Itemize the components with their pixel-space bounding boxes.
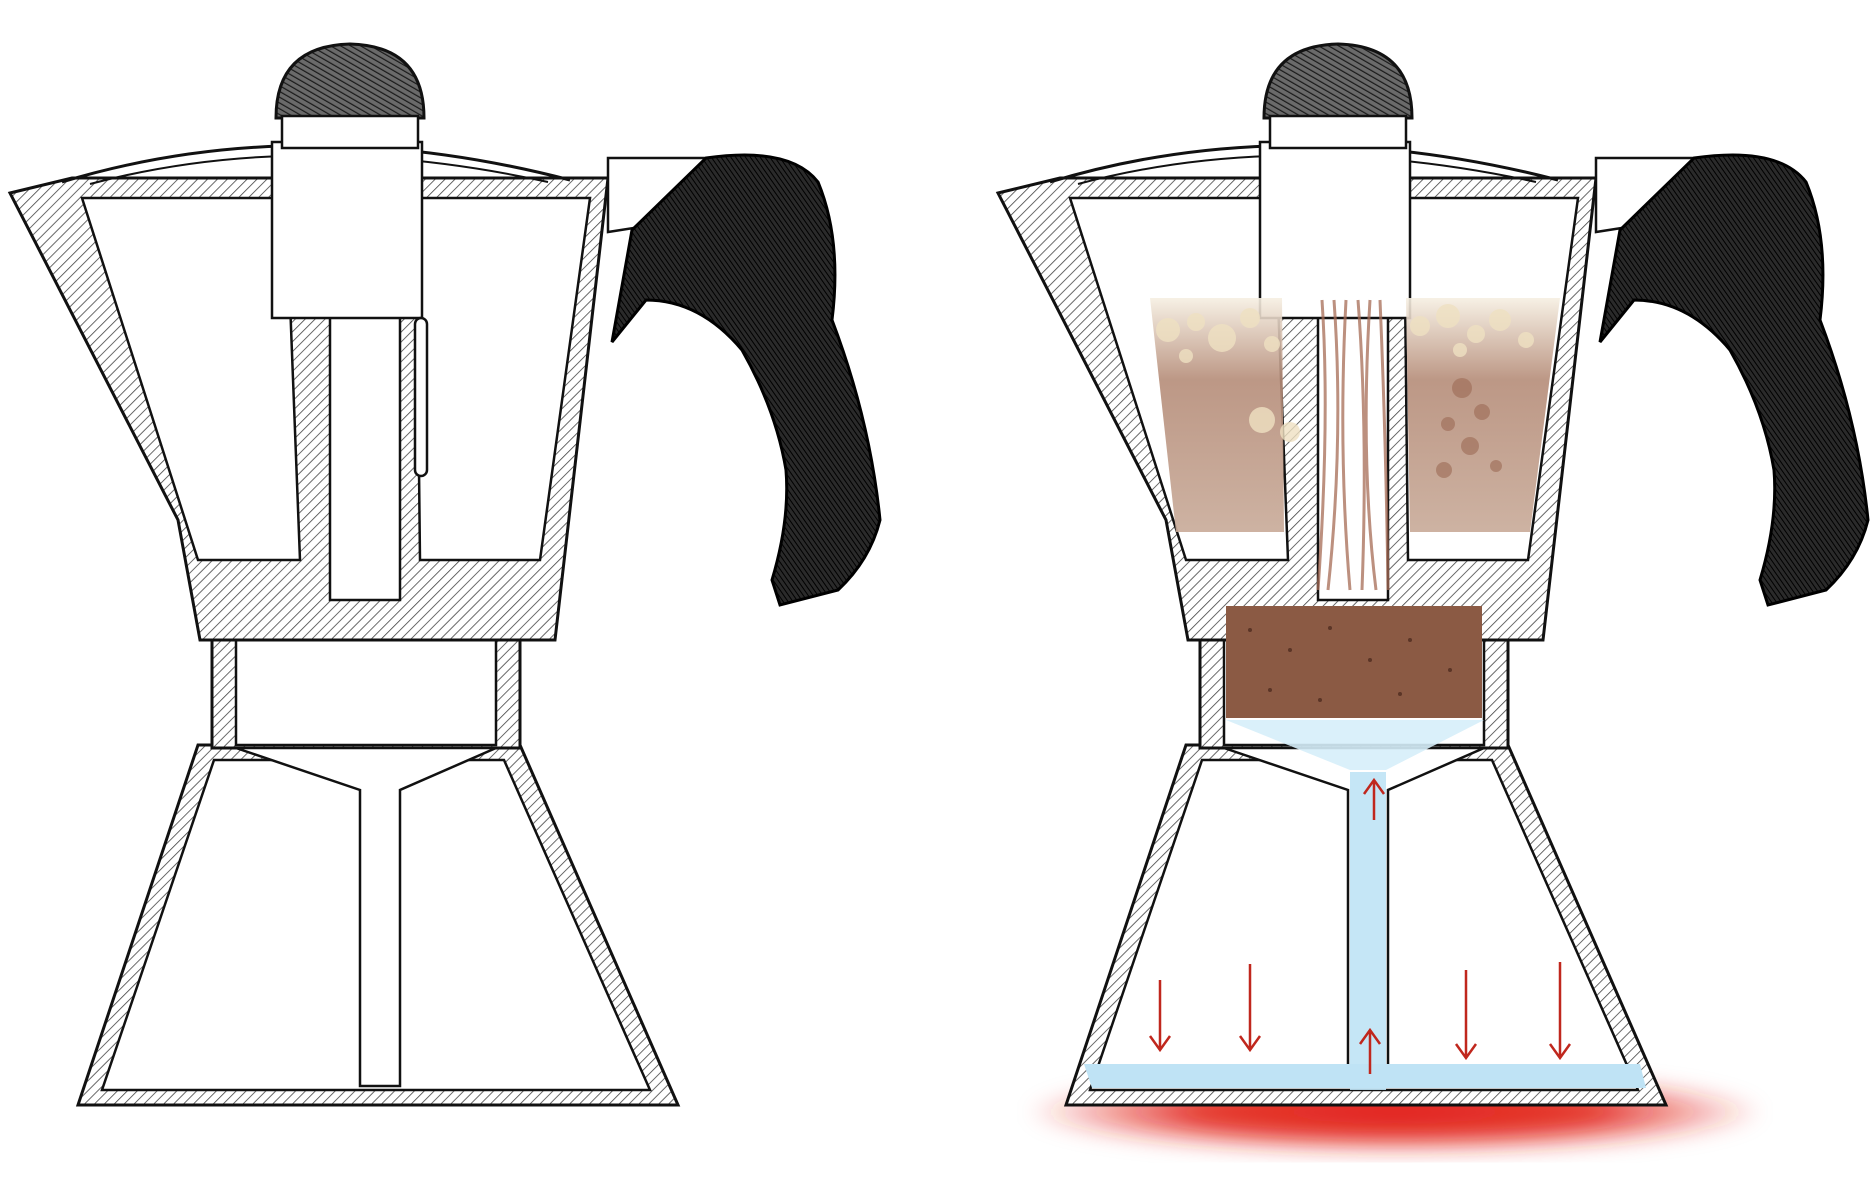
valve-pin bbox=[415, 318, 427, 476]
water-reservoir bbox=[1084, 1064, 1646, 1088]
moka-pot-empty bbox=[10, 44, 880, 1105]
moka-pot-brewing bbox=[998, 44, 1868, 1154]
rising-water bbox=[1350, 772, 1386, 1090]
coffee-grounds bbox=[1226, 606, 1482, 718]
moka-pot-body bbox=[10, 44, 880, 1105]
moka-pot-body bbox=[998, 44, 1868, 1105]
